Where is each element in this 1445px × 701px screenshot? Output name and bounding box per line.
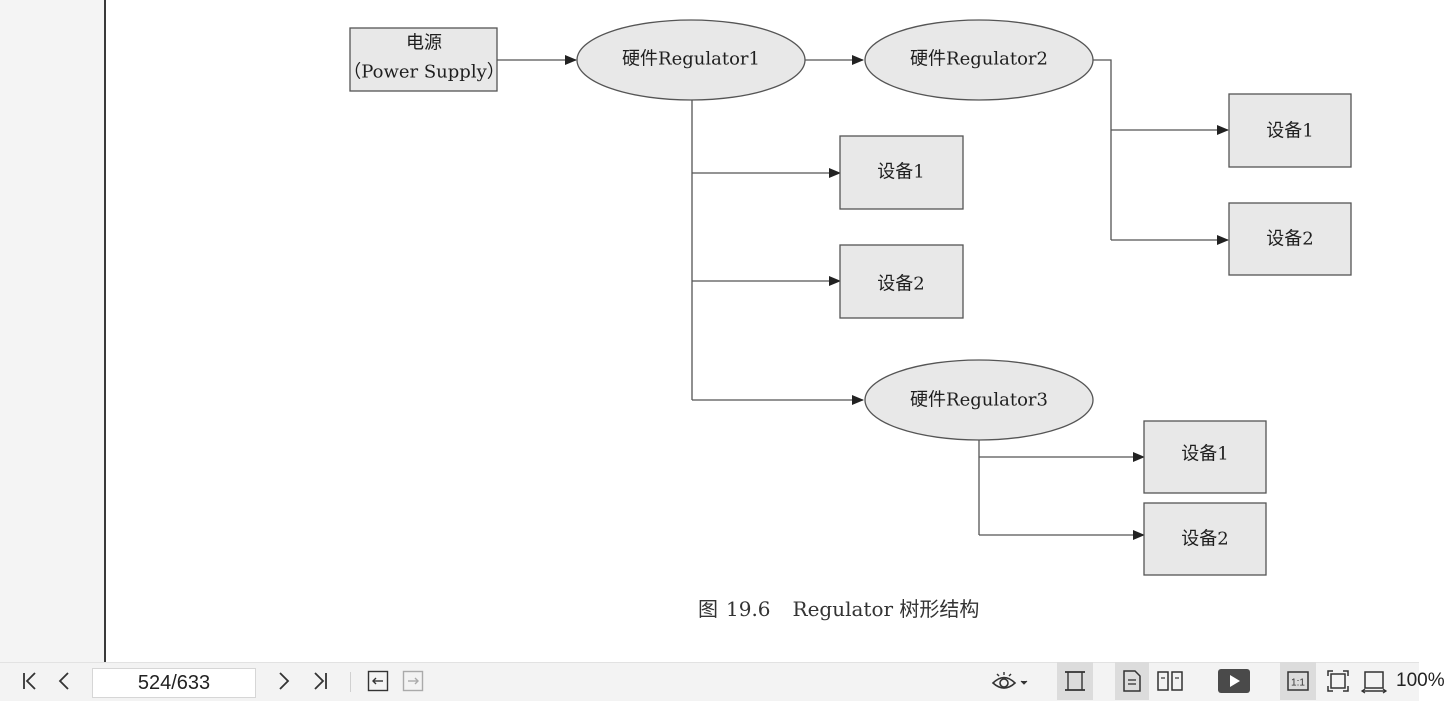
svg-text:1:1: 1:1 (1291, 678, 1305, 689)
page-number-input[interactable]: 524/633 (92, 668, 256, 698)
regulator1-node (576, 19, 806, 101)
r2-device1-box (1228, 93, 1352, 168)
caption-number: 19.6 (726, 597, 771, 621)
caption-label: 图 (698, 597, 718, 621)
r2-device1-label: 设备1 (1266, 121, 1313, 142)
fit-width-icon[interactable] (1057, 662, 1093, 700)
left-margin (0, 0, 106, 662)
regulator1-label: 硬件Regulator1 (622, 49, 760, 70)
r2-trunk-line (1093, 59, 1112, 240)
next-page-icon[interactable] (270, 662, 298, 700)
r2-device2-box (1228, 202, 1352, 276)
power-supply-sublabel: （Power Supply） (343, 62, 505, 83)
fit-page-icon[interactable] (1322, 662, 1354, 700)
r3-device2-box (1143, 502, 1267, 576)
toolbar-divider (350, 672, 351, 692)
power-supply-label: 电源 (406, 33, 442, 54)
first-page-icon[interactable] (16, 662, 44, 700)
regulator3-label: 硬件Regulator3 (910, 390, 1048, 411)
r2-device2-label: 设备2 (1266, 229, 1313, 250)
two-page-icon[interactable] (1153, 662, 1187, 700)
eye-icon[interactable] (988, 662, 1032, 700)
figure-caption: 图 19.6 Regulator 树形结构 (698, 593, 979, 622)
regulator2-label: 硬件Regulator2 (910, 49, 1048, 70)
forward-icon[interactable] (399, 662, 427, 700)
zoom-level[interactable]: 100% (1396, 670, 1445, 691)
r1-device2-box (839, 244, 964, 319)
r3-device2-label: 设备2 (1181, 529, 1228, 550)
r1-device1-label: 设备1 (877, 162, 924, 183)
document-page: 电源 （Power Supply） 硬件Regulator1 硬件Regulat… (106, 0, 1419, 662)
r3-device1-label: 设备1 (1181, 444, 1228, 465)
power-supply-box (349, 27, 498, 92)
regulator2-node (864, 19, 1094, 101)
r1-device1-box (839, 135, 964, 210)
prev-page-icon[interactable] (50, 662, 78, 700)
caption-text: Regulator 树形结构 (792, 597, 980, 621)
play-icon[interactable] (1214, 662, 1254, 700)
single-page-icon[interactable] (1115, 662, 1149, 700)
fit-width-page-icon[interactable] (1358, 662, 1390, 700)
r3-device1-box (1143, 420, 1267, 494)
back-icon[interactable] (364, 662, 392, 700)
r1-device2-label: 设备2 (877, 274, 924, 295)
actual-size-icon[interactable]: 1:1 (1280, 662, 1316, 700)
regulator-tree-diagram: 电源 （Power Supply） 硬件Regulator1 硬件Regulat… (343, 19, 1352, 576)
regulator3-node (864, 359, 1094, 441)
last-page-icon[interactable] (306, 662, 334, 700)
